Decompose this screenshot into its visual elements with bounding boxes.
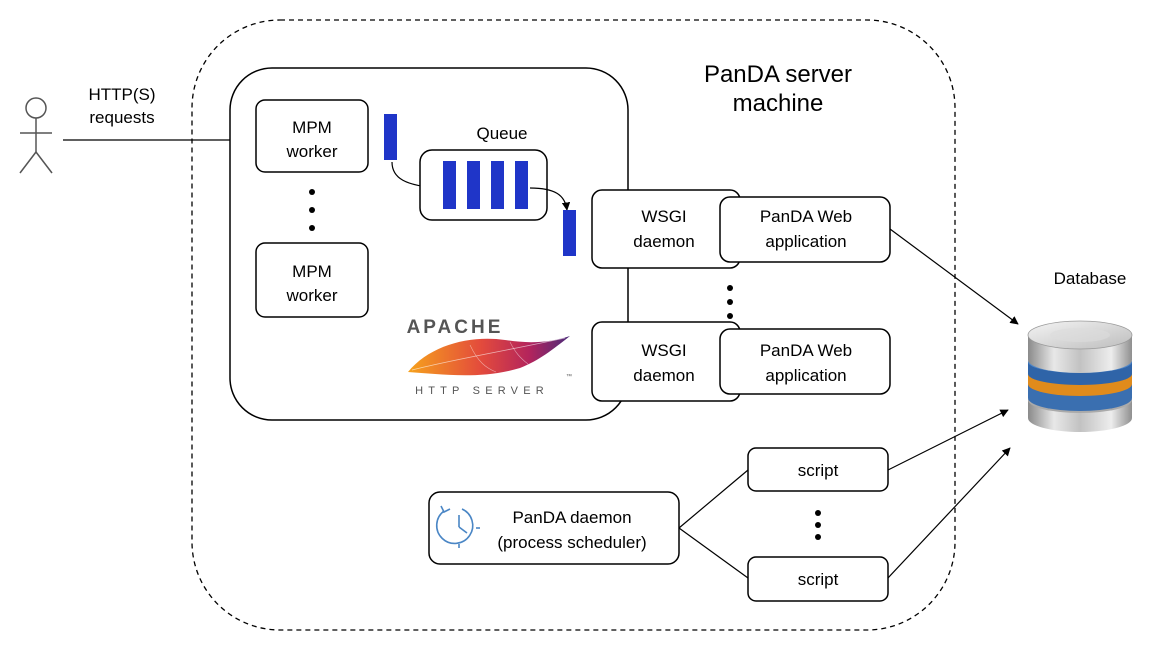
mpm-worker-2-line1: MPM — [292, 262, 332, 281]
wsgi-daemon-1-line1: WSGI — [641, 207, 686, 226]
mpm-worker-2-line2: worker — [285, 286, 337, 305]
wsgi-daemon-2-line2: daemon — [633, 366, 694, 385]
database-label: Database — [1054, 269, 1127, 288]
wsgi-daemon-2-line1: WSGI — [641, 341, 686, 360]
apache-logo-tm: ™ — [566, 373, 572, 380]
panda-web-app-1-line1: PanDA Web — [760, 207, 852, 226]
script-1-label: script — [798, 461, 839, 480]
machine-title-line1: PanDA server — [704, 61, 852, 88]
wsgi-daemon-1 — [591, 189, 741, 269]
queue-label: Queue — [476, 124, 527, 143]
apache-logo-top: APACHE — [407, 317, 504, 338]
dequeue-arrow — [529, 187, 571, 211]
mpm-worker-1 — [255, 99, 369, 173]
requests-label-line1: HTTP(S) — [88, 85, 155, 104]
wsgi-ellipsis — [727, 285, 733, 319]
script-2-to-db-arrow — [887, 447, 1011, 579]
outgoing-request-item — [563, 210, 576, 256]
web-app-to-db-arrow — [889, 228, 1019, 325]
daemon-to-script-2 — [678, 527, 749, 579]
wsgi-daemon-2 — [591, 321, 741, 402]
requests-label-line2: requests — [89, 108, 154, 127]
incoming-request-item — [384, 114, 397, 160]
script-1-to-db-arrow — [887, 409, 1009, 471]
database-icon — [1027, 320, 1133, 432]
queue-item — [467, 161, 480, 209]
script-2-label: script — [798, 570, 839, 589]
script-2 — [747, 556, 889, 602]
scripts-ellipsis — [815, 510, 821, 540]
panda-daemon-box — [428, 491, 680, 565]
wsgi-daemon-1-line2: daemon — [633, 232, 694, 251]
apache-logo: APACHE HTTP SERVER ™ — [407, 317, 572, 397]
workers-ellipsis — [309, 189, 315, 231]
panda-daemon-line1: PanDA daemon — [512, 508, 631, 527]
panda-web-app-2-line2: application — [765, 366, 846, 385]
queue-items — [443, 161, 528, 209]
mpm-worker-2 — [255, 242, 369, 318]
panda-web-app-2-line1: PanDA Web — [760, 341, 852, 360]
panda-web-app-1-line2: application — [765, 232, 846, 251]
clock-refresh-icon — [435, 505, 480, 548]
queue-item — [443, 161, 456, 209]
mpm-worker-1-line1: MPM — [292, 118, 332, 137]
panda-web-app-2 — [719, 328, 891, 395]
machine-title-line2: machine — [733, 90, 824, 117]
mpm-worker-1-line2: worker — [285, 142, 337, 161]
daemon-to-script-1 — [678, 469, 749, 529]
queue-item — [515, 161, 528, 209]
apache-feather-icon — [408, 336, 570, 376]
panda-daemon-line2: (process scheduler) — [497, 533, 646, 552]
apache-logo-bottom: HTTP SERVER — [415, 385, 549, 397]
queue-item — [491, 161, 504, 209]
person-icon — [19, 97, 53, 174]
